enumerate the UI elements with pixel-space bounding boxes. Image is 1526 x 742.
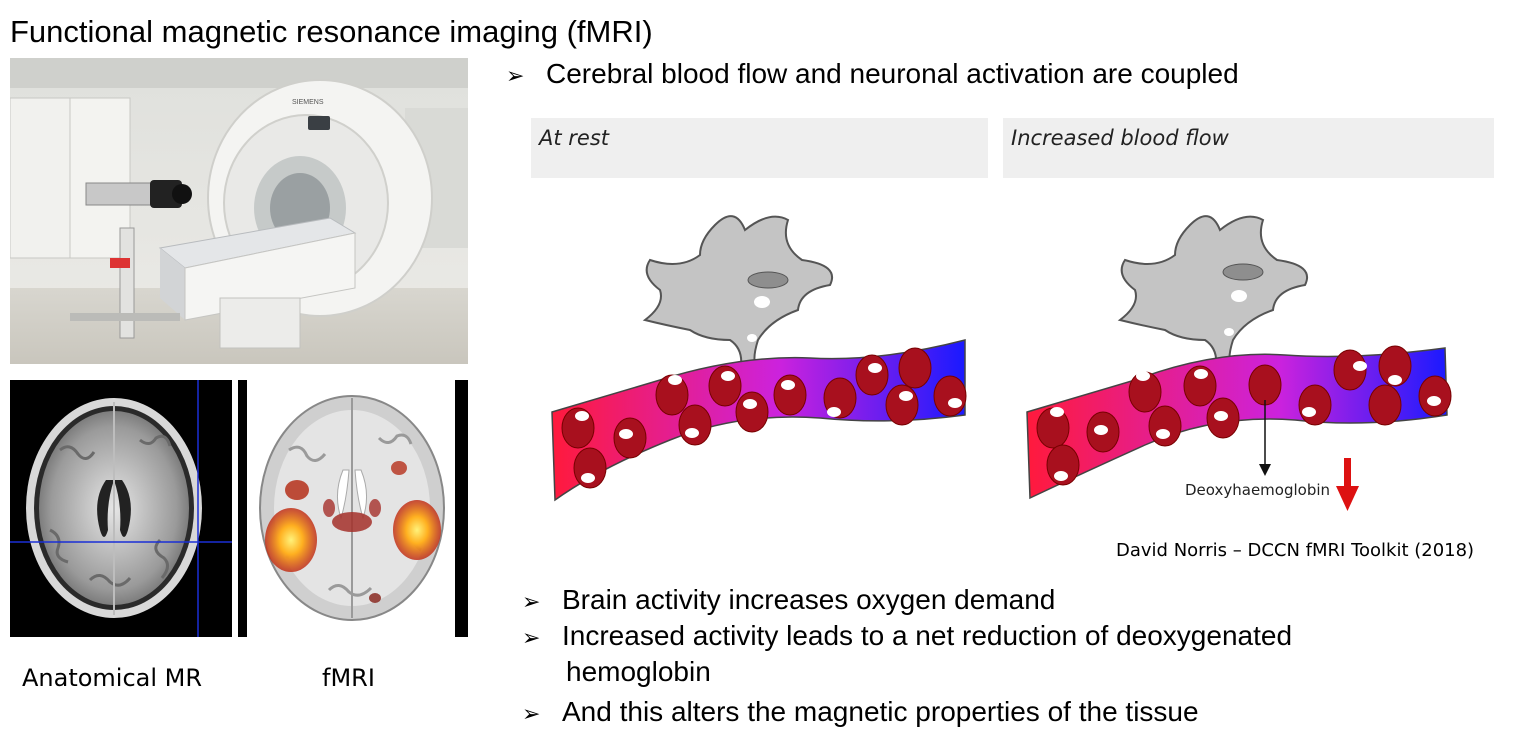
bullet-arrow-icon: ➢ [506, 64, 525, 89]
bullet-arrow-icon: ➢ [522, 626, 541, 651]
at-rest-illustration [540, 200, 980, 510]
mri-scanner-photo: SIEMENS [10, 58, 468, 364]
neuron-cell [1117, 215, 1308, 374]
bottom-bullet-2-text: Increased activity leads to a net reduct… [562, 620, 1293, 651]
panel-header-at-rest: At rest [531, 118, 988, 178]
fmri-brain-illustration [249, 380, 454, 637]
increased-flow-illustration: Deoxyhaemoglobin [1015, 200, 1465, 515]
slide-title: Functional magnetic resonance imaging (f… [10, 14, 653, 49]
anatomical-brain-illustration [10, 380, 232, 637]
deoxyhaemoglobin-label: Deoxyhaemoglobin [1185, 481, 1330, 499]
bottom-bullet-1-text: Brain activity increases oxygen demand [562, 584, 1056, 615]
deoxy-pointer-arrowhead [1259, 464, 1271, 476]
image-credit: David Norris – DCCN fMRI Toolkit (2018) [1116, 540, 1475, 561]
neuron-cell [642, 215, 833, 374]
caption-anatomical-mr: Anatomical MR [22, 664, 203, 692]
top-bullet: ➢ Cerebral blood flow and neuronal activa… [506, 58, 1239, 90]
neuron-nucleus [747, 271, 789, 289]
bottom-bullet-3: ➢ And this alters the magnetic properties… [522, 696, 1199, 728]
bullet-arrow-icon: ➢ [522, 590, 541, 615]
bottom-bullet-3-text: And this alters the magnetic properties … [562, 696, 1199, 727]
red-blood-cells [1036, 345, 1452, 486]
caption-fmri: fMRI [322, 664, 375, 692]
scanner-brand: SIEMENS [292, 99, 324, 106]
bullet-arrow-icon: ➢ [522, 702, 541, 727]
bottom-bullet-1: ➢ Brain activity increases oxygen demand [522, 584, 1055, 616]
decrease-arrow-icon [1336, 486, 1359, 511]
mri-scanner-illustration: SIEMENS [10, 58, 468, 364]
fmri-scale-bar [455, 380, 468, 637]
bottom-bullet-2-continuation: hemoglobin [566, 656, 711, 687]
fmri-image [249, 380, 454, 637]
anatomical-scale-bar [238, 380, 247, 637]
anatomical-mr-image [10, 380, 232, 637]
top-bullet-text: Cerebral blood flow and neuronal activat… [546, 58, 1239, 89]
decrease-arrow-shaft [1344, 458, 1351, 490]
bottom-bullet-2: ➢ Increased activity leads to a net reduc… [522, 620, 1292, 652]
panel-header-increased-flow: Increased blood flow [1003, 118, 1494, 178]
neuron-nucleus [1222, 263, 1264, 281]
